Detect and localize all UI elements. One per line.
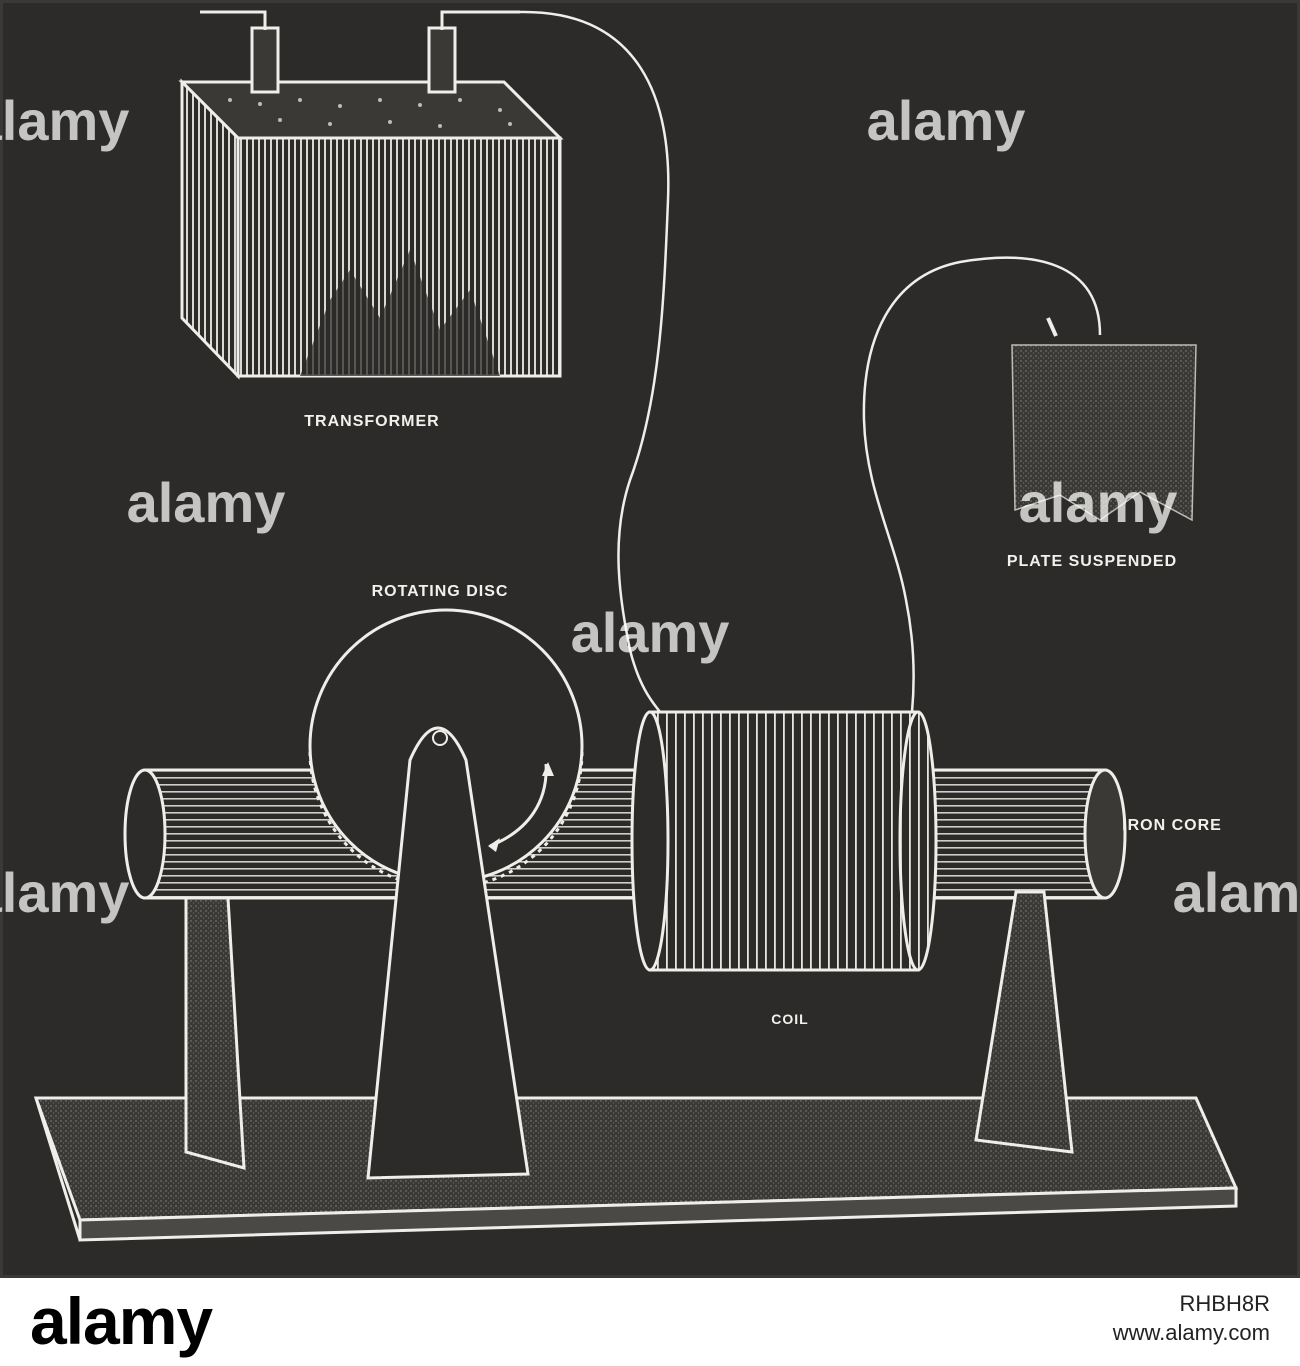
right-support (974, 890, 1074, 1154)
disc-stand (366, 726, 530, 1180)
watermark-text: alamy (1173, 861, 1300, 924)
watermark-text: alamy (0, 861, 129, 924)
image-id: RHBH8R (1179, 1291, 1270, 1316)
diagram-plate: TRANSFORMER PLATE SUSPENDED ROTATING DIS… (0, 0, 1300, 1278)
base-board (33, 1096, 1239, 1242)
watermark-text: alamy (867, 89, 1026, 152)
label-plate-suspended: PLATE SUSPENDED (1007, 553, 1177, 570)
watermark-text: alamy (0, 89, 129, 152)
label-rotating-disc: ROTATING DISC (372, 583, 509, 600)
coil (630, 710, 938, 972)
iron-core (123, 768, 1127, 900)
watermark-text: alamy (127, 471, 286, 534)
label-iron-core: IRON CORE (1122, 817, 1222, 834)
stock-url: www.alamy.com (1112, 1320, 1270, 1345)
label-coil: COIL (771, 1011, 808, 1027)
watermark-layer: alamy alamy alamy alamy alamy alamy alam… (0, 89, 1300, 924)
stock-logo: alamy (30, 1284, 213, 1358)
watermark-text: alamy (1019, 471, 1178, 534)
watermark-text: alamy (571, 601, 730, 664)
wire-plate-to-coil (862, 256, 1102, 713)
stock-meta: RHBH8R www.alamy.com (1113, 1290, 1270, 1348)
suspended-plate (1011, 317, 1197, 522)
transformer-box (178, 10, 564, 380)
wire-transformer-to-coil (519, 10, 670, 713)
left-support (184, 896, 246, 1171)
stock-footer: alamy RHBH8R www.alamy.com (0, 1278, 1300, 1366)
label-transformer: TRANSFORMER (304, 413, 439, 430)
